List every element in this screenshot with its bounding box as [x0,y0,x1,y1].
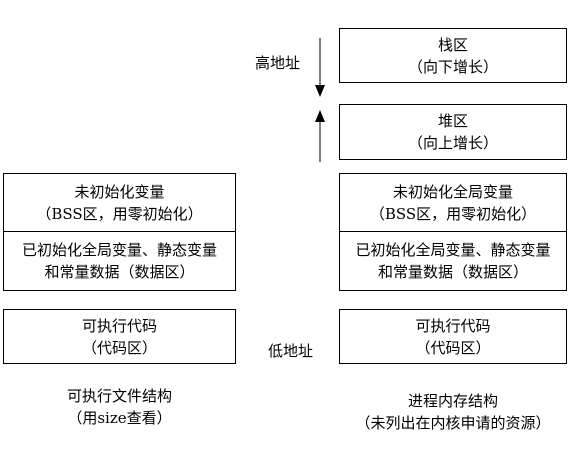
proc-caption-title: 进程内存结构 [407,392,498,410]
exe-code-note: （代码区） [81,338,157,357]
exe-data-note: 和常量数据（数据区） [44,263,195,281]
exe-code-segment: 可执行代码 （代码区） [4,310,235,363]
proc-bss-title: 未初始化全局变量 [392,182,513,201]
heap-title: 堆区 [437,112,468,130]
proc-bss-segment: 未初始化全局变量 （BSS区，用零初始化） [340,174,566,231]
exe-bss-title: 未初始化变量 [74,182,165,201]
stack-title: 栈区 [437,35,468,54]
proc-code-block: 可执行代码 （代码区） [339,309,567,364]
exe-code-block: 可执行代码 （代码区） [3,309,236,364]
proc-caption-note: （未列出在内核申请的资源） [355,414,551,432]
proc-bss-data-block: 未初始化全局变量 （BSS区，用零初始化） 已初始化全局变量、静态变量 和常量数… [339,173,567,291]
exe-caption-title: 可执行文件结构 [66,387,172,405]
exe-data-segment: 已初始化全局变量、静态变量 和常量数据（数据区） [4,231,235,290]
proc-data-segment: 已初始化全局变量、静态变量 和常量数据（数据区） [340,231,566,290]
exe-structure-caption: 可执行文件结构 （用size查看） [3,385,236,429]
exe-data-title: 已初始化全局变量、静态变量 [21,241,217,259]
exe-caption-note: （用size查看） [67,409,172,427]
proc-bss-note: （BSS区，用零初始化） [369,204,537,223]
exe-bss-note: （BSS区，用零初始化） [36,204,203,223]
proc-code-segment: 可执行代码 （代码区） [340,310,566,363]
exe-bss-data-block: 未初始化变量 （BSS区，用零初始化） 已初始化全局变量、静态变量 和常量数据（… [3,173,236,291]
heap-segment: 堆区 （向上增长） [340,105,566,159]
high-address-label: 高地址 [255,54,301,72]
stack-block: 栈区 （向下增长） [339,28,567,83]
proc-code-note: （代码区） [415,338,491,357]
exe-bss-segment: 未初始化变量 （BSS区，用零初始化） [4,174,235,231]
stack-segment: 栈区 （向下增长） [340,29,566,82]
up-arrow-icon [315,110,325,162]
proc-data-note: 和常量数据（数据区） [377,263,528,281]
proc-data-title: 已初始化全局变量、静态变量 [355,241,551,259]
exe-code-title: 可执行代码 [81,316,157,335]
proc-structure-caption: 进程内存结构 （未列出在内核申请的资源） [339,390,567,434]
down-arrow-icon [315,38,325,97]
heap-note: （向上增长） [407,134,498,152]
heap-block: 堆区 （向上增长） [339,104,567,160]
low-address-label: 低地址 [268,342,314,360]
proc-code-title: 可执行代码 [415,316,491,335]
stack-note: （向下增长） [407,57,498,76]
